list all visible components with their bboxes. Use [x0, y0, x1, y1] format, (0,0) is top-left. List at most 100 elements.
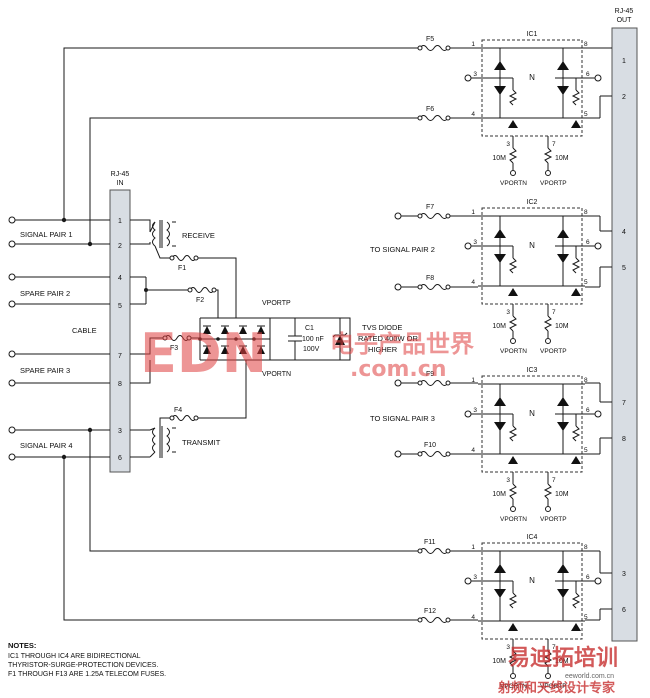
diode	[571, 623, 581, 631]
tvs-line-3: HIGHER	[368, 345, 398, 354]
ic-pin-label: 3	[506, 477, 510, 484]
ic-pin-label: 8	[584, 544, 588, 551]
terminal	[545, 673, 551, 679]
terminal	[445, 617, 451, 623]
ic-pin-label: 6	[586, 407, 590, 414]
thyristor	[557, 61, 569, 70]
fuse-f10-label: F10	[424, 442, 436, 449]
rj45-out-title-1: RJ-45	[615, 8, 634, 15]
terminal	[417, 213, 423, 219]
ic-res-left: 10M	[492, 658, 506, 665]
ic-pin-label: 3	[473, 574, 477, 581]
thyristor	[494, 589, 506, 598]
thyristor	[494, 564, 506, 573]
terminal	[417, 451, 423, 457]
label-to-signal-pair-3: TO SIGNAL PAIR 3	[370, 414, 435, 423]
label-signal-pair-1: SIGNAL PAIR 1	[20, 230, 73, 239]
rj45-in-title-1: RJ-45	[111, 171, 130, 178]
terminal	[417, 45, 423, 51]
ic-pin-label: 4	[471, 111, 475, 118]
terminal	[545, 338, 551, 344]
diode	[508, 120, 518, 128]
watermark-brand: EDN	[140, 322, 267, 385]
ic-port-left: VPORTN	[500, 516, 527, 523]
rj45-in-pin-8: 8	[118, 381, 122, 388]
ic-res-right: 10M	[555, 658, 569, 665]
cap-name: C1	[305, 325, 314, 332]
rj45-in-connector	[109, 189, 131, 473]
ic-pin-label: 3	[506, 309, 510, 316]
terminal	[510, 338, 516, 344]
in-wires	[130, 219, 151, 458]
thyristor	[557, 589, 569, 598]
diode	[508, 456, 518, 464]
terminal	[445, 284, 451, 290]
thyristor	[557, 254, 569, 263]
ic-name: IC4	[527, 534, 538, 541]
ic-pin-label: 6	[586, 574, 590, 581]
notes-title: NOTES:	[8, 641, 36, 650]
label-spare-pair-2: SPARE PAIR 2	[20, 289, 70, 298]
terminal	[8, 240, 16, 248]
terminal	[464, 410, 472, 418]
ic-pin-label: 1	[471, 544, 475, 551]
rj45-in-title-2: IN	[117, 180, 124, 187]
fuse	[419, 617, 449, 623]
fuse-f3-label: F3	[170, 345, 178, 352]
ic-res-right: 10M	[555, 155, 569, 162]
resistor	[571, 89, 581, 106]
watermark-site: eeworld.com.cn	[565, 673, 614, 680]
diode-bridge	[198, 317, 351, 361]
label-receive: RECEIVE	[182, 231, 215, 240]
ic-outline	[481, 375, 583, 473]
label-signal-pair-4: SIGNAL PAIR 4	[20, 441, 73, 450]
fuse-f3	[162, 335, 200, 341]
resistor	[508, 89, 518, 106]
terminal	[594, 410, 602, 418]
resistor	[508, 592, 518, 609]
fuse-f11-label: F11	[424, 539, 436, 546]
transmit-transformer	[149, 417, 176, 458]
ic-pin-label: 3	[473, 407, 477, 414]
thyristor	[557, 422, 569, 431]
ic-external-wires	[394, 47, 612, 621]
ic-pin-label: 8	[584, 377, 588, 384]
ic-pin-label: 8	[584, 41, 588, 48]
terminal	[8, 216, 16, 224]
ic-outline	[481, 542, 583, 640]
ic-pin-label: 1	[471, 41, 475, 48]
resistor	[543, 650, 553, 667]
resistor	[508, 147, 518, 164]
thyristor	[494, 254, 506, 263]
thyristor	[494, 397, 506, 406]
tvs-diode	[332, 318, 348, 360]
ic-pin-label: 1	[471, 377, 475, 384]
resistor	[543, 147, 553, 164]
resistor	[508, 425, 518, 442]
resistor	[508, 483, 518, 500]
cap-voltage: 100V	[303, 346, 320, 353]
watermark-bottom-cn: 射频和天线设计专家	[497, 680, 616, 696]
ic-core-mark: N	[529, 73, 535, 82]
rj45-out-pin-3: 3	[622, 571, 626, 578]
ic-pin-label: 3	[506, 141, 510, 148]
ic-pin-label: 4	[471, 279, 475, 286]
terminal	[417, 115, 423, 121]
fuse-f9-label: F9	[426, 371, 434, 378]
resistor	[543, 315, 553, 332]
terminal	[417, 548, 423, 554]
fuse-f2-label: F2	[196, 297, 204, 304]
ic-core-mark: N	[529, 241, 535, 250]
ic-pin-label: 5	[584, 279, 588, 286]
terminal	[417, 617, 423, 623]
terminal	[510, 170, 516, 176]
terminal	[445, 213, 451, 219]
watermark-logo-cn: 易迪拓培训	[508, 645, 618, 671]
ic-pin-label: 8	[584, 209, 588, 216]
ic-pin-label: 5	[584, 447, 588, 454]
fuse	[419, 548, 449, 554]
terminal	[594, 577, 602, 585]
notes-line-3: F1 THROUGH F13 ARE 1.25A TELECOM FUSES.	[8, 671, 166, 678]
